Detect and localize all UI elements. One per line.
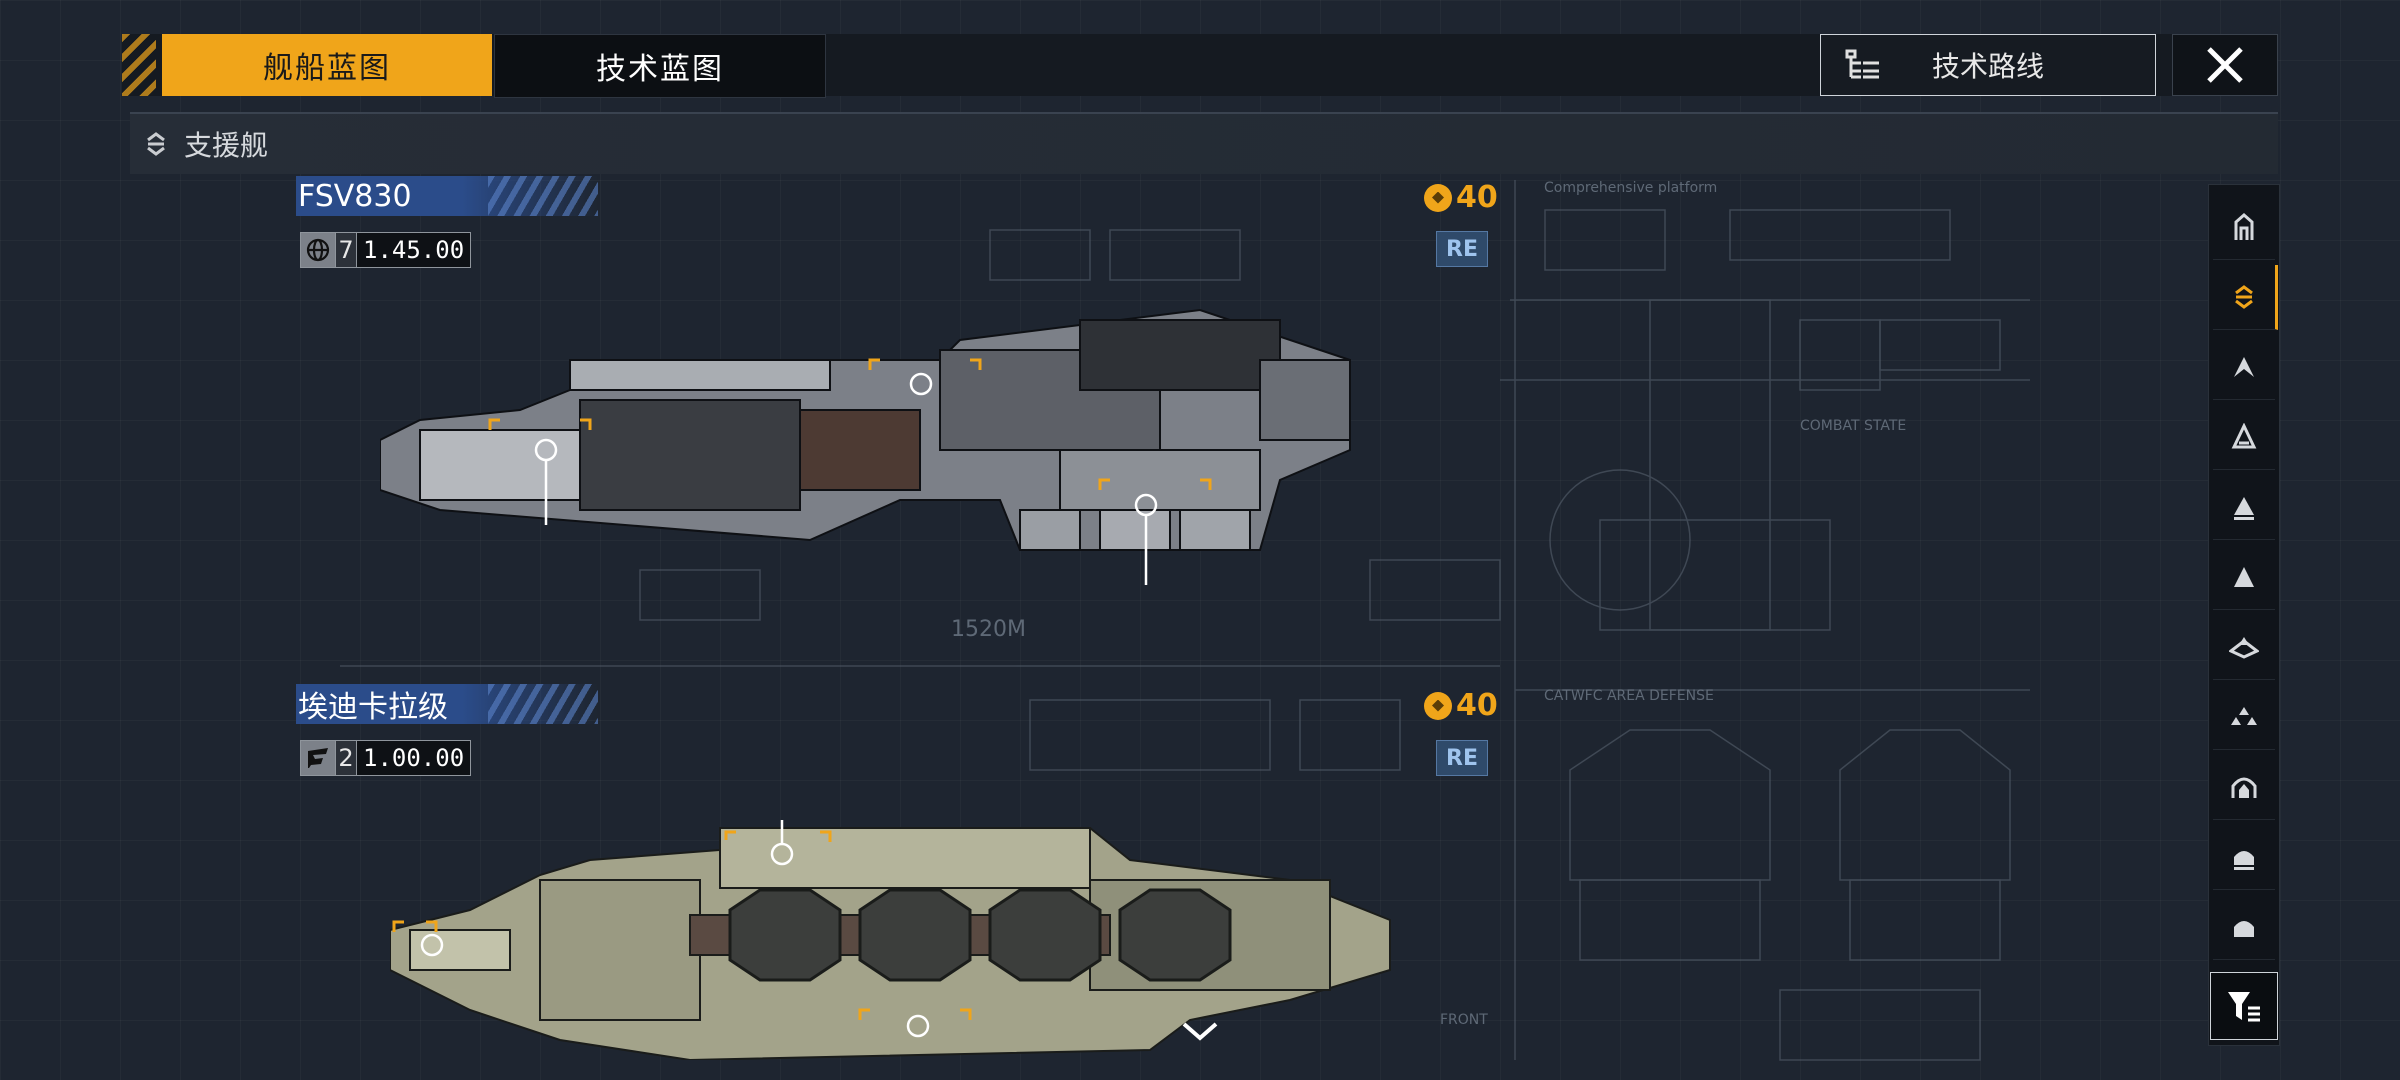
sidebar-item-destroyer[interactable] <box>2213 335 2275 400</box>
ship-image <box>390 820 1391 1060</box>
ship-stat-value: 1.45.00 <box>363 236 465 264</box>
destroyer-icon <box>2234 357 2254 377</box>
ship-level: 7 <box>335 233 357 267</box>
sidebar-item-frigate[interactable] <box>2213 195 2275 260</box>
ship-name-band: FSV830 <box>296 176 598 216</box>
sidebar-item-support[interactable] <box>2213 265 2278 330</box>
battleship-icon <box>2231 777 2257 798</box>
tech-route-button[interactable]: 技术路线 <box>1820 34 2156 96</box>
ship-type-badge: RE <box>1436 740 1488 776</box>
top-bar: 舰船蓝图 技术蓝图 技术路线 <box>122 34 2278 98</box>
ship-stat: 7 1.45.00 <box>300 232 472 268</box>
light-carrier-icon <box>2234 567 2254 587</box>
ship-cost-value: 40 <box>1456 180 1498 215</box>
carrier-icon <box>2229 637 2259 659</box>
decor-stripe <box>122 34 156 96</box>
sidebar-item-light-carrier[interactable] <box>2213 545 2275 610</box>
chevron-down-icon[interactable] <box>1180 1020 1220 1044</box>
sidebar-item-carrier[interactable] <box>2213 615 2275 680</box>
sidebar-item-dreadnought[interactable] <box>2213 895 2275 960</box>
auxiliary-icon <box>2234 851 2254 870</box>
support-ship-icon <box>2235 285 2253 309</box>
ship-cost-value: 40 <box>1456 688 1498 723</box>
ship-stat-value: 1.00.00 <box>363 744 465 772</box>
blueprint-label-platform: Comprehensive platform <box>1544 180 1717 196</box>
sidebar-item-battlecruiser[interactable] <box>2213 475 2275 540</box>
category-bar: 支援舰 <box>130 112 2278 174</box>
blueprint-label-aa: CATWFC AREA DEFENSE <box>1544 688 1714 704</box>
sidebar-item-fleet[interactable] <box>2213 685 2275 750</box>
close-icon <box>2207 47 2243 83</box>
ship-cost: 40 <box>1424 688 1498 723</box>
filter-button[interactable] <box>2210 972 2278 1040</box>
faction-icon <box>301 741 335 775</box>
tree-list-icon <box>1845 49 1879 79</box>
battlecruiser-icon <box>2234 497 2254 520</box>
ship-stat: 2 1.00.00 <box>300 740 472 776</box>
ship-type-sidebar <box>2208 184 2280 1046</box>
sidebar-item-auxiliary[interactable] <box>2213 825 2275 890</box>
fleet-icon <box>2231 707 2257 725</box>
ship-name-band: 埃迪卡拉级 <box>296 684 598 725</box>
tech-route-label: 技术路线 <box>1931 50 2044 83</box>
ship-image <box>380 308 1351 585</box>
support-ship-icon <box>147 132 165 156</box>
frigate-icon <box>2234 213 2254 240</box>
blueprint-label-length: 1520M <box>951 617 1026 642</box>
blueprint-label-combat: COMBAT STATE <box>1800 418 1906 434</box>
tab-tech-blueprint[interactable]: 技术蓝图 <box>494 34 826 98</box>
filter-icon <box>2228 992 2260 1022</box>
blueprint-label-front: FRONT <box>1440 1012 1488 1028</box>
ship-level: 2 <box>335 741 357 775</box>
sidebar-item-cruiser[interactable] <box>2213 405 2275 470</box>
name-band-hatch <box>488 684 598 724</box>
name-band-hatch <box>488 176 598 216</box>
ship-name: 埃迪卡拉级 <box>298 690 448 725</box>
sidebar-item-battleship[interactable] <box>2213 755 2275 820</box>
dreadnought-icon <box>2234 921 2254 937</box>
currency-icon <box>1424 691 1452 720</box>
tab-ship-blueprint[interactable]: 舰船蓝图 <box>162 34 492 96</box>
currency-icon <box>1424 183 1452 212</box>
globe-icon <box>301 233 335 267</box>
ship-cost: 40 <box>1424 180 1498 215</box>
ship-name: FSV830 <box>298 178 412 214</box>
cruiser-icon <box>2231 423 2257 449</box>
category-label: 支援舰 <box>184 129 269 162</box>
ship-type-badge: RE <box>1436 231 1488 267</box>
close-button[interactable] <box>2172 34 2278 96</box>
